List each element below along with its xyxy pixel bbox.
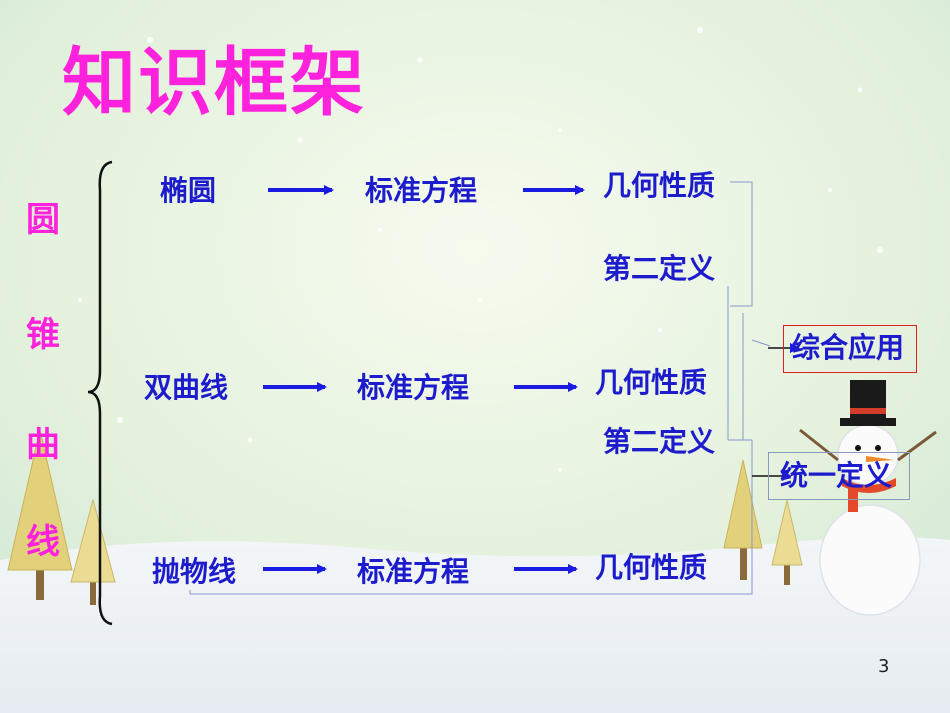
node-ellipse-equation: 标准方程 — [365, 174, 478, 207]
unified-box — [768, 452, 910, 500]
tree-left-2 — [70, 498, 116, 605]
node-parabola-equation: 标准方程 — [357, 555, 470, 588]
node-parabola: 抛物线 — [152, 555, 237, 588]
left-brace — [87, 160, 113, 626]
vertical-label-char-1: 圆 — [26, 200, 60, 240]
node-parabola-property: 几何性质 — [595, 551, 708, 584]
node-ellipse: 椭圆 — [160, 174, 217, 207]
page-number: 3 — [878, 656, 890, 677]
node-hyperbola-property: 几何性质 — [595, 366, 708, 399]
vertical-label-char-2: 锥 — [26, 315, 60, 355]
node-hyperbola-equation: 标准方程 — [357, 371, 470, 404]
node-hyperbola-definition: 第二定义 — [603, 425, 716, 458]
tree-right-2 — [771, 499, 803, 585]
slide-title: 知识框架 — [62, 40, 366, 126]
node-ellipse-property: 几何性质 — [603, 169, 716, 202]
snowman — [799, 380, 937, 616]
vertical-label-char-3: 曲 — [26, 425, 60, 465]
node-hyperbola: 双曲线 — [144, 371, 229, 404]
snowflakes — [78, 27, 883, 472]
node-unified: 统一定义 — [780, 459, 893, 492]
node-ellipse-definition: 第二定义 — [603, 252, 716, 285]
application-box — [783, 325, 917, 373]
tree-left-1 — [7, 429, 73, 600]
node-application: 综合应用 — [792, 331, 905, 364]
vertical-label-char-4: 线 — [26, 522, 60, 562]
